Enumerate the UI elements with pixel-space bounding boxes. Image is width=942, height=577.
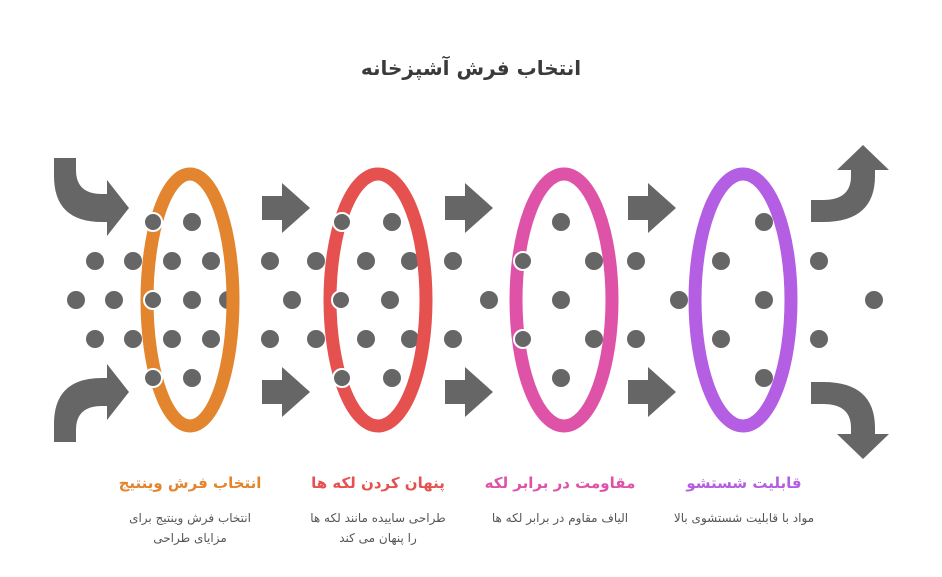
arrow-right-icon bbox=[445, 183, 493, 233]
stage-2: پنهان کردن لکه ها طراحی ساییده مانند لکه… bbox=[288, 474, 468, 548]
arrow-right-icon bbox=[628, 367, 676, 417]
stage-4-desc-line1: مواد با قابلیت شستشوی بالا bbox=[673, 511, 815, 525]
stage-1-desc-line1: انتخاب فرش وینتیج برای bbox=[129, 511, 251, 525]
stage-4: قابلیت شستشو مواد با قابلیت شستشوی بالا bbox=[654, 474, 834, 528]
dot-grid bbox=[67, 213, 883, 387]
stage-1: انتخاب فرش وینتیج انتخاب فرش وینتیج برای… bbox=[100, 474, 280, 548]
arrow-right-icon bbox=[262, 183, 310, 233]
ring-dots bbox=[143, 212, 533, 388]
arrow-right-icon bbox=[262, 367, 310, 417]
curved-arrow-in-top-icon bbox=[54, 158, 129, 236]
ring-stage-3 bbox=[509, 167, 619, 433]
diagram-title: انتخاب فرش آشپزخانه bbox=[360, 56, 582, 80]
stage-1-desc: انتخاب فرش وینتیج برای مزایای طراحی bbox=[100, 508, 280, 548]
stage-1-title: انتخاب فرش وینتیج bbox=[118, 474, 262, 492]
stage-3-title: مقاومت در برابر لکه bbox=[484, 474, 636, 492]
ring-stage-4 bbox=[688, 167, 798, 433]
stage-1-desc-line2: مزایای طراحی bbox=[153, 531, 227, 545]
stage-3-desc-line1: الیاف مقاوم در برابر لکه ها bbox=[491, 511, 629, 525]
curved-arrow-out-top-icon bbox=[811, 145, 889, 222]
stage-4-desc: مواد با قابلیت شستشوی بالا bbox=[654, 508, 834, 528]
arrow-right-icon bbox=[445, 367, 493, 417]
curved-arrow-out-bottom-icon bbox=[811, 382, 889, 459]
arrows bbox=[54, 145, 889, 459]
stage-2-desc-line2: را پنهان می کند bbox=[339, 531, 417, 545]
arrow-right-icon bbox=[628, 183, 676, 233]
curved-arrow-in-bottom-icon bbox=[54, 364, 129, 442]
stage-2-title: پنهان کردن لکه ها bbox=[311, 474, 445, 492]
stage-3-desc: الیاف مقاوم در برابر لکه ها bbox=[470, 508, 650, 528]
ring-stage-2 bbox=[323, 167, 433, 433]
stage-3: مقاومت در برابر لکه الیاف مقاوم در برابر… bbox=[470, 474, 650, 528]
stage-2-desc: طراحی ساییده مانند لکه ها را پنهان می کن… bbox=[288, 508, 468, 548]
stage-2-desc-line1: طراحی ساییده مانند لکه ها bbox=[310, 511, 446, 525]
stage-4-title: قابلیت شستشو bbox=[686, 474, 802, 492]
